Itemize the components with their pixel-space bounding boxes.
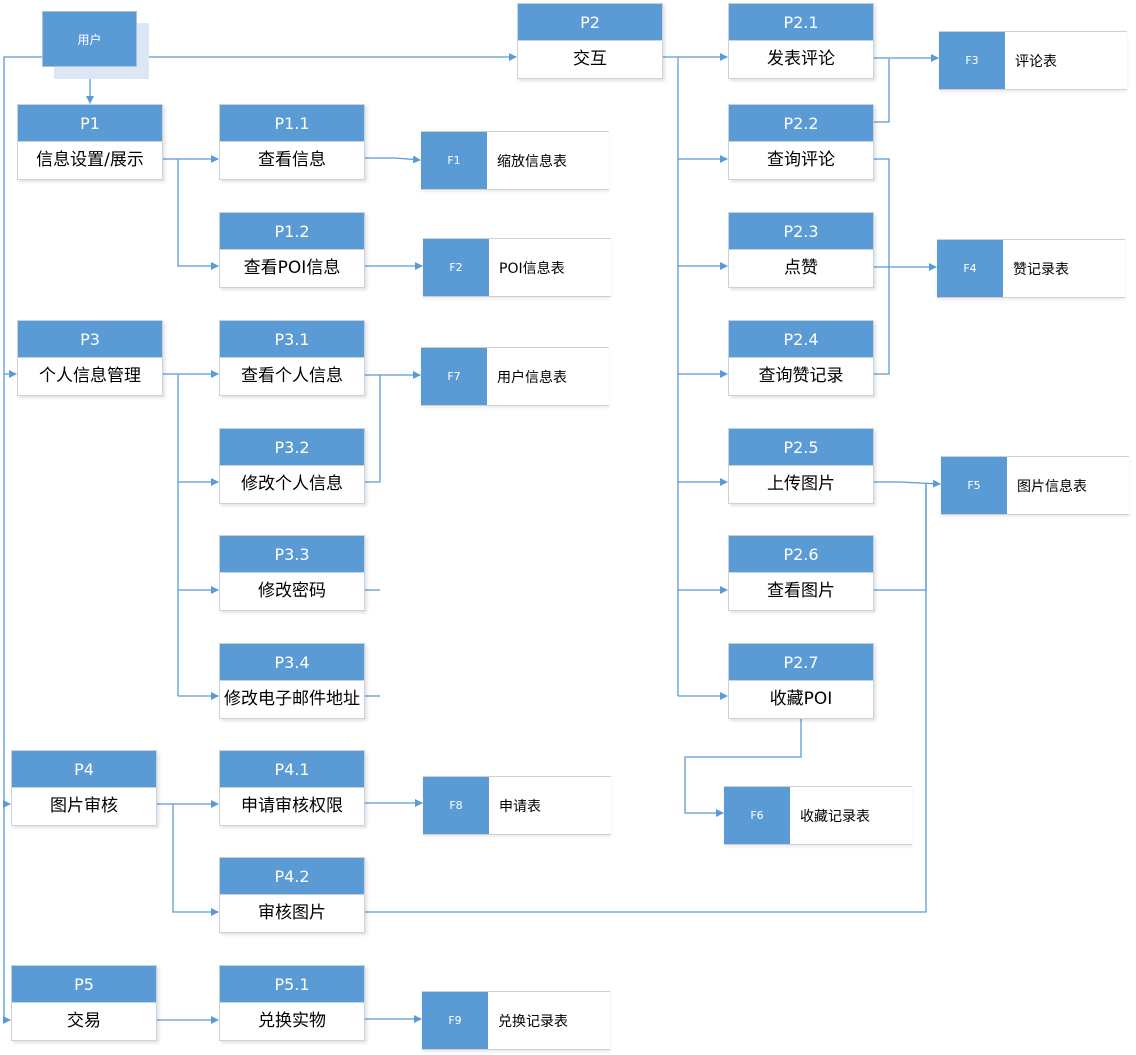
process-label: 查看个人信息 (220, 357, 364, 395)
process-p1-1[interactable]: P1.1 查看信息 (219, 104, 365, 180)
process-label: 查看图片 (729, 572, 873, 610)
process-id: P1 (18, 105, 162, 141)
process-id: P1.2 (220, 213, 364, 249)
process-label: 交互 (518, 40, 662, 78)
process-label: 图片审核 (12, 787, 156, 825)
process-p3-2[interactable]: P3.2 修改个人信息 (219, 428, 365, 504)
process-id: P3.1 (220, 321, 364, 357)
process-id: P5.1 (220, 966, 364, 1002)
data-store-f1[interactable]: F1 缩放信息表 (421, 131, 609, 190)
data-store-f8[interactable]: F8 申请表 (423, 776, 611, 835)
data-store-label: 图片信息表 (1007, 457, 1129, 514)
data-store-label: 赞记录表 (1003, 240, 1125, 297)
data-store-f4[interactable]: F4 赞记录表 (937, 239, 1125, 298)
process-label: 兑换实物 (220, 1002, 364, 1040)
process-label: 点赞 (729, 249, 873, 287)
process-p3-3[interactable]: P3.3 修改密码 (219, 535, 365, 611)
data-store-id: F5 (941, 457, 1007, 514)
process-label: 收藏POI (729, 680, 873, 718)
process-p3-1[interactable]: P3.1 查看个人信息 (219, 320, 365, 396)
process-p2-1[interactable]: P2.1 发表评论 (728, 3, 874, 79)
process-p1-2[interactable]: P1.2 查看POI信息 (219, 212, 365, 288)
data-store-f9[interactable]: F9 兑换记录表 (422, 991, 610, 1050)
process-p5-1[interactable]: P5.1 兑换实物 (219, 965, 365, 1041)
process-label: 查看POI信息 (220, 249, 364, 287)
process-label: 查询赞记录 (729, 357, 873, 395)
data-store-label: 评论表 (1005, 32, 1127, 89)
data-store-label: POI信息表 (489, 239, 611, 296)
data-store-f3[interactable]: F3 评论表 (939, 31, 1127, 90)
process-p2-2[interactable]: P2.2 查询评论 (728, 104, 874, 180)
data-store-label: 申请表 (489, 777, 611, 834)
process-id: P3.2 (220, 429, 364, 465)
process-id: P2.3 (729, 213, 873, 249)
process-id: P4.1 (220, 751, 364, 787)
data-store-f6[interactable]: F6 收藏记录表 (724, 786, 912, 845)
user-external-entity[interactable]: 用户 (42, 11, 137, 67)
process-label: 交易 (12, 1002, 156, 1040)
process-p5[interactable]: P5 交易 (11, 965, 157, 1041)
data-store-label: 收藏记录表 (790, 787, 912, 844)
data-store-f2[interactable]: F2 POI信息表 (423, 238, 611, 297)
process-p3[interactable]: P3 个人信息管理 (17, 320, 163, 396)
process-label: 查询评论 (729, 141, 873, 179)
process-id: P2 (518, 4, 662, 40)
process-p2-5[interactable]: P2.5 上传图片 (728, 428, 874, 504)
user-label: 用户 (77, 32, 102, 47)
data-store-id: F3 (939, 32, 1005, 89)
process-id: P2.6 (729, 536, 873, 572)
process-label: 申请审核权限 (220, 787, 364, 825)
data-store-id: F4 (937, 240, 1003, 297)
data-store-f5[interactable]: F5 图片信息表 (941, 456, 1129, 515)
process-p2-6[interactable]: P2.6 查看图片 (728, 535, 874, 611)
process-label: 查看信息 (220, 141, 364, 179)
flow-user-left-trunk (3, 56, 42, 1020)
process-id: P3.4 (220, 644, 364, 680)
process-id: P2.4 (729, 321, 873, 357)
process-p2[interactable]: P2 交互 (517, 3, 663, 79)
process-label: 个人信息管理 (18, 357, 162, 395)
data-store-label: 缩放信息表 (487, 132, 609, 189)
process-id: P5 (12, 966, 156, 1002)
process-p3-4[interactable]: P3.4 修改电子邮件地址 (219, 643, 365, 719)
process-label: 上传图片 (729, 465, 873, 503)
data-store-id: F6 (724, 787, 790, 844)
data-store-id: F1 (421, 132, 487, 189)
data-store-label: 用户信息表 (487, 348, 609, 405)
process-label: 修改密码 (220, 572, 364, 610)
data-store-id: F9 (422, 992, 488, 1049)
process-id: P4 (12, 751, 156, 787)
process-id: P3 (18, 321, 162, 357)
process-id: P2.1 (729, 4, 873, 40)
data-store-id: F8 (423, 777, 489, 834)
process-p4[interactable]: P4 图片审核 (11, 750, 157, 826)
data-store-f7[interactable]: F7 用户信息表 (421, 347, 609, 406)
process-p1[interactable]: P1 信息设置/展示 (17, 104, 163, 180)
process-p2-3[interactable]: P2.3 点赞 (728, 212, 874, 288)
process-p2-4[interactable]: P2.4 查询赞记录 (728, 320, 874, 396)
process-label: 审核图片 (220, 894, 364, 932)
process-id: P3.3 (220, 536, 364, 572)
process-id: P1.1 (220, 105, 364, 141)
process-id: P2.7 (729, 644, 873, 680)
process-label: 发表评论 (729, 40, 873, 78)
data-store-id: F7 (421, 348, 487, 405)
process-label: 修改电子邮件地址 (220, 680, 364, 718)
process-p4-2[interactable]: P4.2 审核图片 (219, 857, 365, 933)
process-p4-1[interactable]: P4.1 申请审核权限 (219, 750, 365, 826)
data-store-label: 兑换记录表 (488, 992, 610, 1049)
process-id: P2.2 (729, 105, 873, 141)
process-id: P2.5 (729, 429, 873, 465)
process-label: 信息设置/展示 (18, 141, 162, 179)
process-p2-7[interactable]: P2.7 收藏POI (728, 643, 874, 719)
process-label: 修改个人信息 (220, 465, 364, 503)
process-id: P4.2 (220, 858, 364, 894)
data-store-id: F2 (423, 239, 489, 296)
